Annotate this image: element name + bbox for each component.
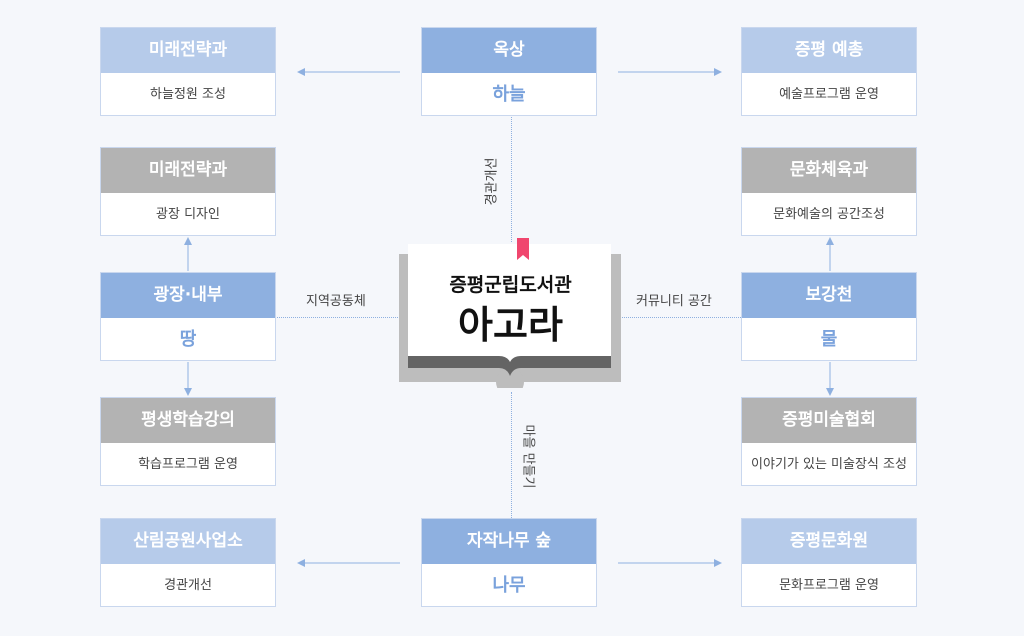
box-header: 보강천 <box>742 273 916 318</box>
box-header: 광장·내부 <box>101 273 275 318</box>
box-body: 이야기가 있는 미술장식 조성 <box>751 457 907 472</box>
box-body: 하늘 <box>492 84 526 105</box>
box-header: 문화체육과 <box>742 148 916 193</box>
box-body: 땅 <box>179 329 197 350</box>
box-body: 나무 <box>492 575 526 596</box>
link-line-top <box>511 117 512 242</box>
box-header: 증평 예총 <box>742 28 916 73</box>
box-header: 산림공원사업소 <box>101 519 275 564</box>
box-header: 미래전략과 <box>101 148 275 193</box>
box-header: 옥상 <box>422 28 596 73</box>
box-header: 미래전략과 <box>101 28 275 73</box>
box-header: 증평미술협회 <box>742 398 916 443</box>
box-body: 경관개선 <box>164 578 212 593</box>
link-line-left <box>277 317 400 318</box>
box-body: 예술프로그램 운영 <box>779 87 879 102</box>
box-header: 자작나무 숲 <box>422 519 596 564</box>
link-line-bottom <box>511 392 512 518</box>
box-body: 광장 디자인 <box>156 207 220 222</box>
box-body: 문화예술의 공간조성 <box>773 207 885 222</box>
box-body: 문화프로그램 운영 <box>779 578 879 593</box>
book-icon <box>399 238 621 388</box>
box-body: 학습프로그램 운영 <box>138 457 238 472</box>
link-label-left: 지역공동체 <box>306 294 366 309</box>
bookmark-icon <box>517 238 529 260</box>
box-body: 물 <box>820 329 838 350</box>
center-title: 아고라 <box>458 303 563 347</box>
box-header: 평생학습강의 <box>101 398 275 443</box>
box-body: 하늘정원 조성 <box>150 87 226 102</box>
link-label-right: 커뮤니티 공간 <box>636 294 712 309</box>
center-subtitle: 증평군립도서관 <box>449 274 572 296</box>
link-line-right <box>620 317 741 318</box>
box-header: 증평문화원 <box>742 519 916 564</box>
